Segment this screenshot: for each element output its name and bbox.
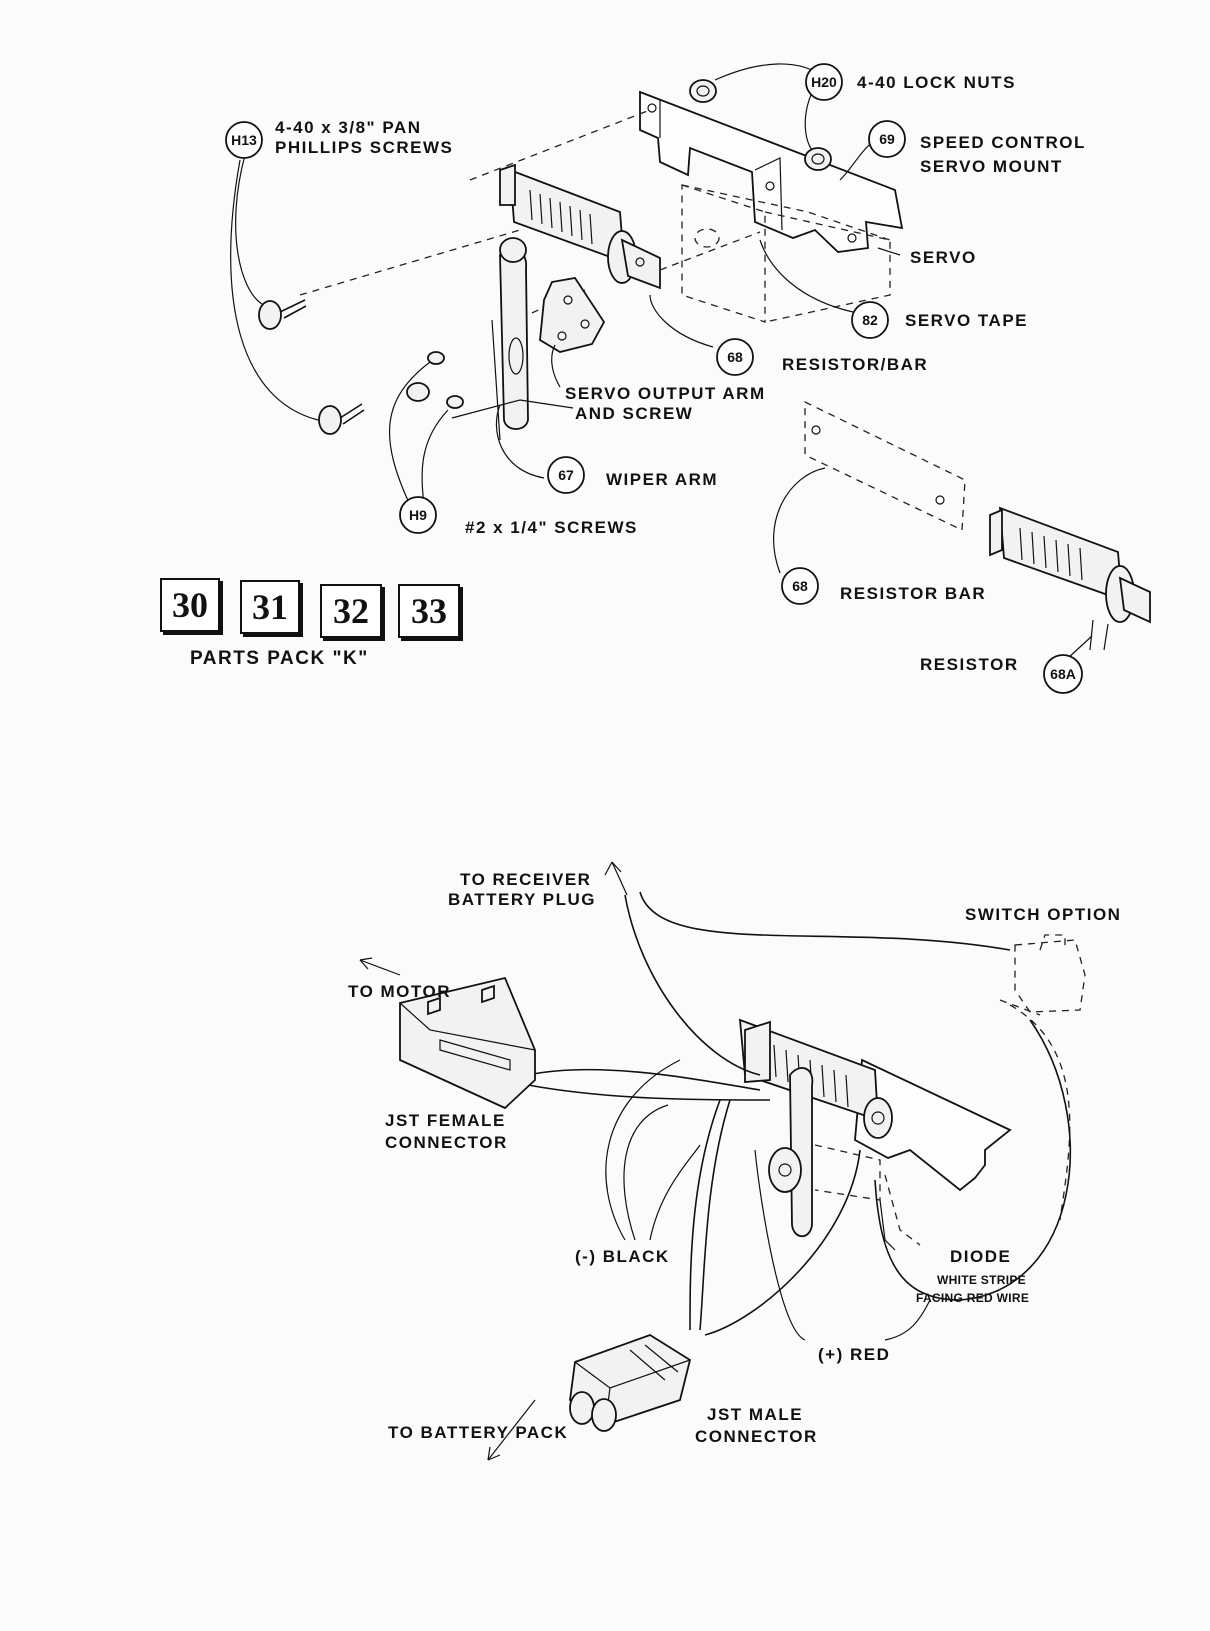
svg-text:JST MALE: JST MALE <box>707 1405 803 1424</box>
svg-text:FACING RED WIRE: FACING RED WIRE <box>916 1291 1029 1305</box>
jst-male-connector <box>569 1334 692 1432</box>
label-to-receiver: TO RECEIVER BATTERY PLUG <box>448 870 596 909</box>
jst-female-connector <box>399 976 536 1110</box>
svg-text:WIPER ARM: WIPER ARM <box>606 470 718 489</box>
svg-text:H9: H9 <box>409 507 427 523</box>
wiper-arm <box>491 237 529 441</box>
svg-text:SWITCH OPTION: SWITCH OPTION <box>965 905 1121 924</box>
part-number-box: 31 <box>240 580 300 634</box>
svg-text:CONNECTOR: CONNECTOR <box>695 1427 818 1446</box>
callout-resistor: RESISTOR 68A <box>920 654 1083 694</box>
svg-text:SERVO OUTPUT ARM: SERVO OUTPUT ARM <box>565 384 766 403</box>
svg-text:SERVO MOUNT: SERVO MOUNT <box>920 157 1063 176</box>
number-2-screws <box>388 351 464 506</box>
svg-text:RESISTOR/BAR: RESISTOR/BAR <box>782 355 928 374</box>
label-red: (+) RED <box>818 1345 890 1364</box>
servo-output-arm <box>539 277 606 353</box>
svg-text:AND SCREW: AND SCREW <box>575 404 693 423</box>
svg-text:68A: 68A <box>1050 666 1076 682</box>
svg-text:SERVO TAPE: SERVO TAPE <box>905 311 1028 330</box>
svg-text:#2 x 1/4" SCREWS: #2 x 1/4" SCREWS <box>465 518 638 537</box>
svg-text:82: 82 <box>862 312 878 328</box>
part-number-box: 32 <box>320 584 382 638</box>
svg-text:4-40 LOCK NUTS: 4-40 LOCK NUTS <box>857 73 1016 92</box>
svg-text:RESISTOR: RESISTOR <box>920 655 1019 674</box>
svg-text:PHILLIPS SCREWS: PHILLIPS SCREWS <box>275 138 453 157</box>
callout-servo: SERVO <box>910 248 977 267</box>
svg-text:68: 68 <box>727 349 743 365</box>
svg-text:SERVO: SERVO <box>910 248 977 267</box>
speed-control-board <box>738 1018 1012 1238</box>
svg-text:DIODE: DIODE <box>950 1247 1011 1266</box>
svg-text:TO BATTERY PACK: TO BATTERY PACK <box>388 1423 568 1442</box>
label-jst-male: JST MALE CONNECTOR <box>695 1405 818 1446</box>
resistor-bar-detail <box>772 400 1151 671</box>
svg-text:(+) RED: (+) RED <box>818 1345 890 1364</box>
callout-resistor-bar: 68 RESISTOR BAR <box>781 567 986 605</box>
svg-text:H13: H13 <box>231 132 257 148</box>
part-number-box: 30 <box>160 578 220 632</box>
svg-text:SPEED CONTROL: SPEED CONTROL <box>920 133 1086 152</box>
svg-text:WHITE STRIPE: WHITE STRIPE <box>937 1273 1026 1287</box>
svg-text:JST FEMALE: JST FEMALE <box>385 1111 506 1130</box>
svg-text:(-) BLACK: (-) BLACK <box>575 1247 670 1266</box>
svg-text:4-40 x 3/8" PAN: 4-40 x 3/8" PAN <box>275 118 421 137</box>
label-switch-option: SWITCH OPTION <box>965 905 1121 924</box>
svg-text:67: 67 <box>558 467 574 483</box>
callout-H20: H20 4-40 LOCK NUTS <box>805 63 1016 101</box>
label-to-motor: TO MOTOR <box>348 982 451 1001</box>
callout-67: 67 WIPER ARM <box>547 456 718 494</box>
pan-phillips-screws <box>230 154 365 435</box>
svg-text:TO RECEIVER: TO RECEIVER <box>460 870 591 889</box>
label-jst-female: JST FEMALE CONNECTOR <box>385 1111 508 1152</box>
resistor-bar-assembly <box>499 163 661 290</box>
callout-82: 82 SERVO TAPE <box>851 301 1028 339</box>
label-diode: DIODE WHITE STRIPE FACING RED WIRE <box>916 1247 1029 1305</box>
label-black: (-) BLACK <box>575 1247 670 1266</box>
svg-text:CONNECTOR: CONNECTOR <box>385 1133 508 1152</box>
callout-H9: H9 #2 x 1/4" SCREWS <box>399 496 638 537</box>
wires <box>527 891 1072 1336</box>
callout-68: 68 RESISTOR/BAR <box>716 338 928 376</box>
part-number-box: 33 <box>398 584 460 638</box>
label-to-battery: TO BATTERY PACK <box>388 1423 568 1442</box>
svg-text:H20: H20 <box>811 74 837 90</box>
svg-text:RESISTOR BAR: RESISTOR BAR <box>840 584 986 603</box>
servo-mount-plate <box>639 90 904 253</box>
svg-text:68: 68 <box>792 578 808 594</box>
svg-text:69: 69 <box>879 131 895 147</box>
svg-text:BATTERY PLUG: BATTERY PLUG <box>448 890 596 909</box>
parts-pack-label: PARTS PACK "K" <box>190 648 369 669</box>
switch-option <box>999 934 1086 1016</box>
callout-servo-output-arm: SERVO OUTPUT ARM AND SCREW <box>565 384 766 423</box>
servo-outline <box>681 184 891 323</box>
callout-H13: H13 4-40 x 3/8" PAN PHILLIPS SCREWS <box>225 118 453 159</box>
svg-text:TO MOTOR: TO MOTOR <box>348 982 451 1001</box>
callout-69: 69 SPEED CONTROL SERVO MOUNT <box>868 120 1086 176</box>
